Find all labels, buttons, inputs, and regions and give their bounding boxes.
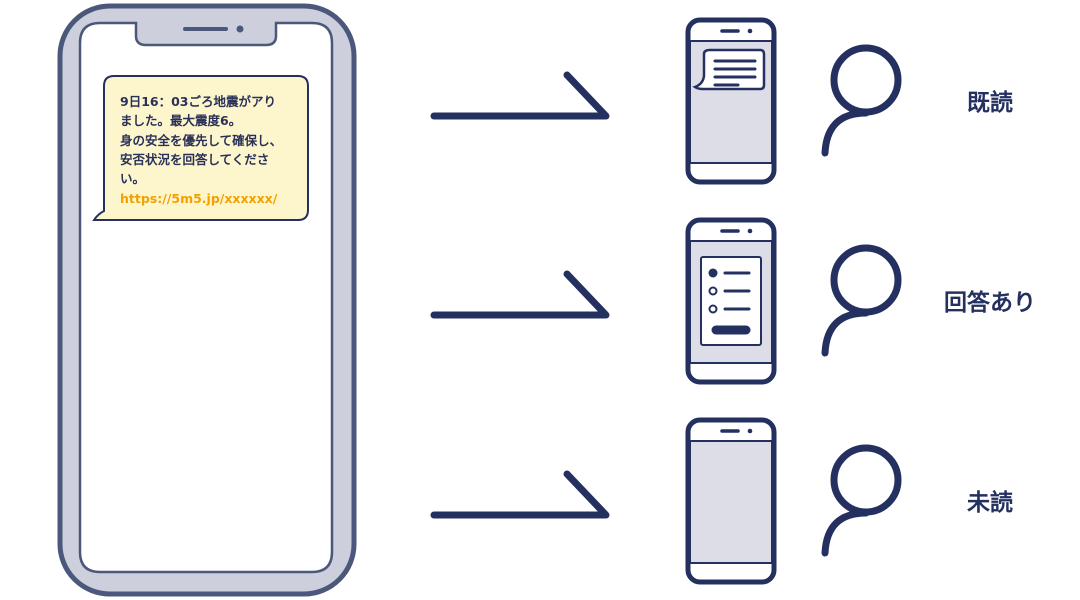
message-line: 安否状況を回答してくださ [120,152,269,167]
arrow-icon [430,71,610,120]
status-label-read: 既読 [967,89,1013,116]
recipient-message [685,17,902,185]
message-line: い。 [120,171,145,186]
recipient-blank [685,417,902,585]
form-icon [700,256,762,346]
smartphone-icon [685,417,777,585]
status-label-unread: 未読 [967,489,1013,516]
chat-bubble-icon [692,48,766,91]
smartphone-icon [685,17,777,185]
person-icon [821,244,902,357]
camera-icon [236,25,244,33]
message-link[interactable]: https://5m5.jp/xxxxxx/ [120,191,278,206]
recipient-form [685,217,902,385]
message-bubble: 9日16：03ごろ地震がアり ました。最大震度6。 身の安全を優先して確保し、 … [92,75,309,221]
message-line: 身の安全を優先して確保し、 [120,133,282,148]
message-line: 9日16：03ごろ地震がアり [120,94,276,109]
message-line: ました。最大震度6。 [120,113,241,128]
status-label-answered: 回答あり [944,289,1036,316]
arrow-icon [430,270,610,319]
person-icon [821,44,902,157]
person-icon [821,444,902,557]
arrow-icon [430,470,610,519]
